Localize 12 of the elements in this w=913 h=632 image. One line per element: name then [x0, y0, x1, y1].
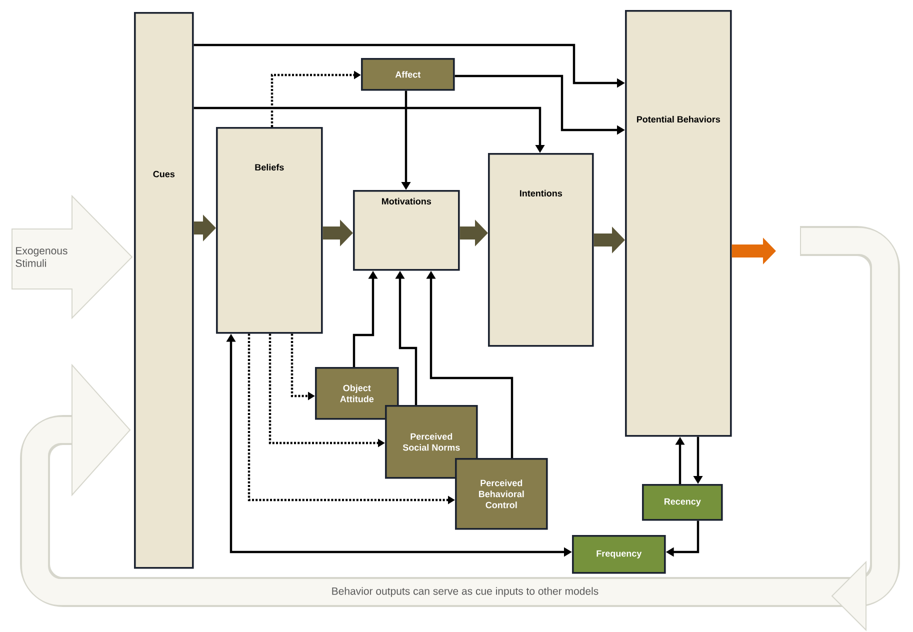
factor-box: Perceived Social Norms: [385, 405, 478, 479]
process-box: Motivations: [353, 190, 460, 271]
history-box: Frequency: [572, 535, 666, 574]
process-box: Beliefs: [216, 127, 323, 334]
process-box: Intentions: [488, 153, 594, 347]
process-box: Affect: [361, 58, 455, 91]
factor-box: Object Attitude: [315, 367, 399, 420]
loop-caption: Behavior outputs can serve as cue inputs to other models: [332, 587, 598, 597]
process-box: Potential Behaviors: [625, 10, 732, 437]
factor-box: Perceived Behavioral Control: [455, 458, 548, 530]
process-box: Cues: [134, 12, 194, 569]
history-box: Recency: [642, 484, 723, 521]
